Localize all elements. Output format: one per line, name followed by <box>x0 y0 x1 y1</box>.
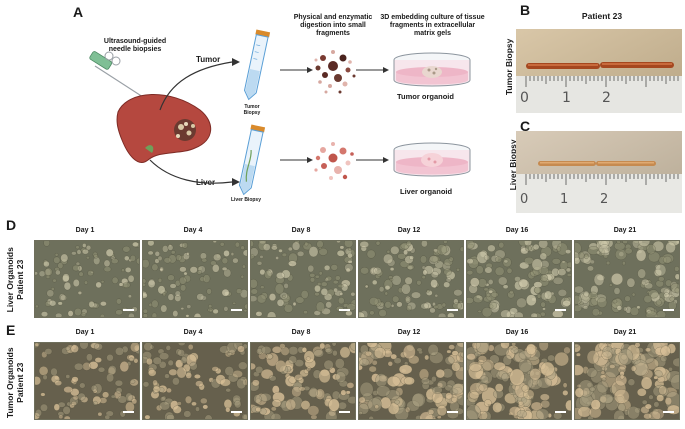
schematic-drawing <box>89 29 471 196</box>
tumor-ruler-tick-2: 2 <box>602 90 611 106</box>
liver-ruler-tick-0: 0 <box>520 192 529 207</box>
tumor-fragments-icon <box>314 50 356 94</box>
embedding-label: 3D embedding culture of tissue fragments… <box>380 14 485 38</box>
liver-icon <box>116 94 212 163</box>
ruler-ticks <box>525 76 679 87</box>
liver-organoids-row-label: Liver Organoids Patient 23 <box>5 240 26 320</box>
liver-micrograph <box>358 240 464 318</box>
liver-day-label-2: Day 4 <box>183 227 203 234</box>
tumor-tube-label: Tumor Biopsy <box>243 104 261 116</box>
liver-micrograph <box>466 240 572 318</box>
liver-tube-icon <box>238 124 266 196</box>
liver-dish-icon <box>393 142 471 177</box>
liver-day-label-1: Day 1 <box>75 227 95 234</box>
tumor-organoids-line2: Patient 23 <box>15 362 25 403</box>
tumor-day-label-2: Day 4 <box>183 329 203 336</box>
needle-biopsy-label: Ultrasound-guided needle biopsies <box>103 38 167 54</box>
patient-label: Patient 23 <box>581 11 623 21</box>
liver-tube-label: Liver Biopsy <box>230 197 261 203</box>
liver-biopsy-photo <box>516 131 682 213</box>
tumor-ruler-tick-1: 1 <box>562 90 571 106</box>
liver-ruler-tick-1: 1 <box>560 192 569 207</box>
liver-day-label-6: Day 21 <box>613 227 637 234</box>
tumor-day-label-1: Day 1 <box>75 329 95 336</box>
tumor-tube-icon <box>243 29 271 101</box>
tumor-label: Tumor <box>196 55 221 64</box>
tumor-micrograph <box>142 342 248 420</box>
tumor-day-label-3: Day 8 <box>291 329 311 336</box>
panel-letter-a: A <box>73 4 84 20</box>
panel-a-schematic: Ultrasound-guided needle biopsies Tumor … <box>0 0 515 210</box>
tumor-biopsy-photo <box>516 29 682 113</box>
liver-ruler-tick-2: 2 <box>600 192 609 207</box>
tumor-biopsy-row-label: Tumor Biopsy <box>504 38 515 96</box>
panel-letter-b: B <box>520 2 531 18</box>
liver-day-label-5: Day 16 <box>505 227 529 234</box>
liver-micrograph <box>250 240 356 318</box>
tumor-day-label-5: Day 16 <box>505 329 529 336</box>
liver-day-label-4: Day 12 <box>397 227 421 234</box>
tumor-micrograph <box>250 342 356 420</box>
tumor-organoid-label: Tumor organoid <box>397 92 454 101</box>
tumor-ruler-tick-0: 0 <box>520 90 529 106</box>
tumor-day-label-6: Day 21 <box>613 329 637 336</box>
liver-fragments-icon <box>314 142 354 180</box>
tumor-micrograph <box>574 342 680 420</box>
panel-letter-d: D <box>6 217 17 233</box>
liver-day-label-3: Day 8 <box>291 227 311 234</box>
tumor-micrograph <box>358 342 464 420</box>
liver-micrograph <box>574 240 680 318</box>
tumor-micrograph <box>466 342 572 420</box>
panel-letter-c: C <box>520 118 531 134</box>
tumor-dish-icon <box>393 52 471 87</box>
liver-micrograph <box>142 240 248 318</box>
tumor-micrograph <box>34 342 140 420</box>
liver-organoids-line2: Patient 23 <box>15 259 25 300</box>
tumor-day-label-4: Day 12 <box>397 329 421 336</box>
tumor-organoids-row-label: Tumor Organoids Patient 23 <box>5 343 26 423</box>
liver-micrograph <box>34 240 140 318</box>
panel-letter-e: E <box>6 322 16 338</box>
liver-organoid-label: Liver organoid <box>400 187 453 196</box>
digestion-label: Physical and enzymatic digestion into sm… <box>293 14 373 38</box>
